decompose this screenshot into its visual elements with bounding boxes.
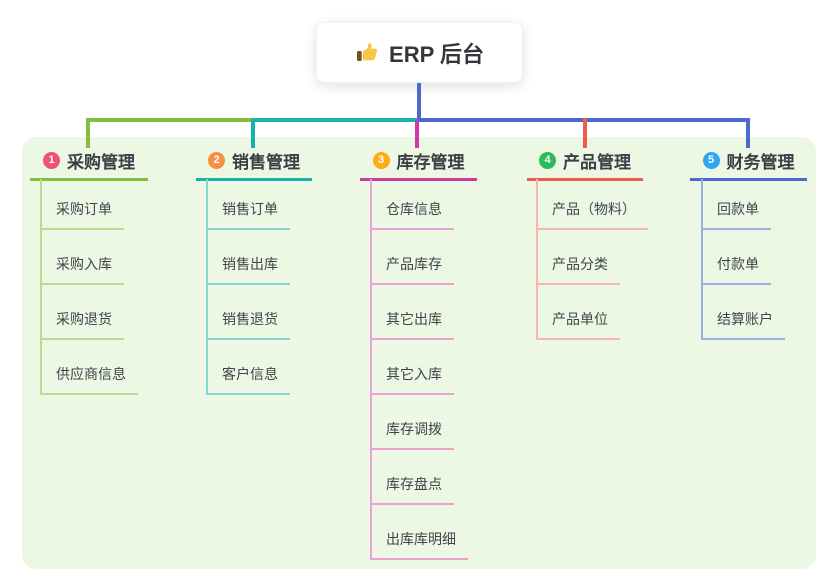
- leaf-node[interactable]: 产品分类: [536, 254, 620, 285]
- leaf-node[interactable]: 其它入库: [370, 364, 454, 395]
- branch-label: 销售管理: [232, 153, 300, 172]
- branch-node-sales[interactable]: 2 销售管理: [196, 148, 312, 181]
- mindmap-canvas: [22, 137, 816, 569]
- leaf-node[interactable]: 采购订单: [40, 199, 124, 230]
- leaf-node[interactable]: 产品（物料）: [536, 199, 648, 230]
- branch-badge: 3: [372, 152, 390, 169]
- connector-drop-branch3: [415, 120, 419, 148]
- leaf-node[interactable]: 仓库信息: [370, 199, 454, 230]
- branch-spine: [370, 179, 372, 559]
- leaf-node[interactable]: 客户信息: [206, 364, 290, 395]
- leaf-node[interactable]: 付款单: [701, 254, 771, 285]
- leaf-node[interactable]: 销售出库: [206, 254, 290, 285]
- leaf-node[interactable]: 采购入库: [40, 254, 124, 285]
- root-node[interactable]: ERP 后台: [316, 22, 523, 83]
- branch-badge: 2: [208, 152, 225, 169]
- connector-root-stem: [417, 83, 421, 122]
- branch-spine: [536, 179, 538, 339]
- branch-node-inventory[interactable]: 3 库存管理: [360, 148, 477, 181]
- branch-spine: [206, 179, 208, 394]
- branch-badge: 1: [43, 152, 60, 169]
- leaf-node[interactable]: 销售订单: [206, 199, 290, 230]
- connector-bus-left: [86, 118, 255, 122]
- connector-drop-branch1: [86, 118, 90, 148]
- branch-label: 财务管理: [726, 153, 795, 172]
- leaf-node[interactable]: 采购退货: [40, 309, 124, 340]
- thumbs-up-icon: [357, 42, 378, 61]
- branch-node-finance[interactable]: 5 财务管理: [690, 148, 807, 181]
- leaf-node[interactable]: 库存调拨: [370, 419, 454, 450]
- leaf-node[interactable]: 供应商信息: [40, 364, 138, 395]
- leaf-node[interactable]: 产品库存: [370, 254, 454, 285]
- leaf-node[interactable]: 库存盘点: [370, 474, 454, 505]
- branch-badge: 5: [702, 152, 720, 169]
- branch-badge: 4: [539, 152, 556, 169]
- connector-drop-branch4: [583, 118, 587, 148]
- connector-drop-branch5: [746, 118, 750, 148]
- connector-bus-mid: [253, 118, 417, 122]
- leaf-node[interactable]: 销售退货: [206, 309, 290, 340]
- root-title: ERP 后台: [389, 41, 484, 67]
- leaf-node[interactable]: 结算账户: [701, 309, 785, 340]
- connector-drop-branch2: [251, 118, 255, 148]
- branch-node-purchase[interactable]: 1 采购管理: [30, 148, 148, 181]
- leaf-node[interactable]: 回款单: [701, 199, 771, 230]
- branch-label: 采购管理: [67, 153, 135, 172]
- leaf-node[interactable]: 产品单位: [536, 309, 620, 340]
- branch-label: 库存管理: [396, 153, 465, 172]
- branch-label: 产品管理: [563, 153, 631, 172]
- branch-spine: [701, 179, 703, 339]
- leaf-node[interactable]: 出库库明细: [370, 529, 468, 560]
- branch-node-product[interactable]: 4 产品管理: [527, 148, 643, 181]
- leaf-node[interactable]: 其它出库: [370, 309, 454, 340]
- branch-spine: [40, 179, 42, 394]
